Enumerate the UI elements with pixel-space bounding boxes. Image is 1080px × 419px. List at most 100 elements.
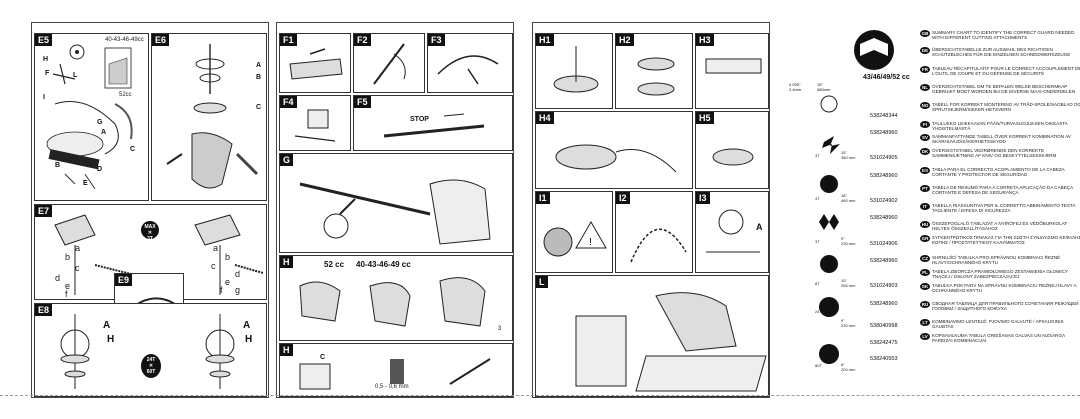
language-text: СВОДНАЯ ТАБЛИЦА ДЛЯ ПРАВИЛЬНОГО СОЧЕТАНИ… [932, 301, 1079, 312]
tooth-count: 4T [815, 196, 820, 201]
language-text: TABUĽKA POKYNOV NA SPRÁVNU KOMBINÁCIU RE… [932, 283, 1077, 294]
callout-c: C [130, 146, 136, 153]
tooth-count: 80T [815, 363, 822, 368]
language-text: ΣΥΓΚΕΝΤΡΩΤΙΚΟΣ ΠΙΝΑΚΑΣ ΓΙΑ ΤΗΝ ΣΩΣΤΗ ΣΥΝ… [932, 235, 1080, 246]
saw-blade-assembly-illustration [60, 314, 235, 389]
part-number: 538040998 [870, 323, 898, 329]
callout-b: B [256, 74, 262, 81]
manual-page-1: E5 40-43-46-49cc 52cc H F L I G A C B D … [31, 22, 269, 398]
engine-size-label: 52 cc [324, 260, 345, 269]
callout-a: a [75, 243, 81, 253]
panel-i2: I2 [615, 191, 693, 273]
callout-d: D [97, 166, 103, 173]
language-code: GB [920, 30, 930, 37]
cutting-direction-illustration [630, 228, 687, 263]
panel-f1: F1 [279, 33, 351, 93]
language-code: NO [920, 102, 930, 109]
panel-label: H3 [696, 34, 714, 46]
panel-label: I1 [536, 192, 550, 204]
language-code: SV [920, 134, 930, 141]
manual-page-2: F1 F2 F3 F4 F5 STOP G [276, 22, 514, 398]
language-code: PT [920, 185, 930, 192]
callout-a2: A [243, 320, 251, 331]
manual-page-4: 43/46/49/52 cc 0.095" 2.4mm 15" 380mm 53… [789, 22, 1080, 398]
callout-h: H [43, 56, 49, 63]
bolt-assembly-illustration [166, 44, 259, 189]
language-text: SUMMARY CHART TO IDENTIFY THE CORRECT GU… [932, 30, 1075, 41]
callout-e: E [83, 180, 88, 187]
blade-assembly-illustration [54, 214, 264, 295]
panel-label: L [536, 276, 548, 288]
spool-winding-illustration [555, 144, 677, 173]
language-code: ES [920, 167, 930, 174]
callout-b2: b [225, 252, 231, 262]
diameter-label: 10" 255 mm [841, 278, 856, 288]
part-number: 531024903 [870, 283, 898, 289]
carburetor-adjustment-illustration [299, 179, 491, 245]
panel-label: H4 [536, 112, 554, 124]
trimmer-head-assembly-illustration [46, 44, 133, 190]
spool-illustration [637, 57, 675, 96]
spark-plug-gap-illustration [299, 358, 491, 390]
part-number: 538240553 [870, 356, 898, 362]
language-text: TABELA DE RESUMO PARA A CORRETA APLICAÇÃ… [932, 185, 1073, 196]
line-measure-illustration [705, 58, 762, 74]
panel-h3: H3 [695, 33, 769, 109]
panel-label: I3 [696, 192, 710, 204]
callout-a: A [256, 62, 262, 69]
line-cutter-illustration [706, 209, 760, 253]
panel-label: E5 [35, 34, 53, 46]
warning-illustration: ! [543, 220, 607, 257]
callout-l: L [73, 72, 78, 79]
callout-c2: c [211, 261, 216, 271]
language-text: OVERSIGTSTABEL VEDRØRENDE DEN KORREKTE S… [932, 148, 1057, 159]
language-text: TAULUKKO LEIKKAAVAN PÄÄN/TURVASUOJUKSEN … [932, 121, 1068, 132]
stop-switch-illustration [383, 113, 485, 138]
callout-i: I [43, 94, 45, 101]
language-text: TABELA ZBIORCZA PRAWIDŁOWEGO ZESTAWIENIA… [932, 269, 1068, 280]
chart-table [789, 92, 909, 392]
callout-a: A [101, 129, 107, 136]
language-text: TABLEAU RÉCAPITULATIF POUR LE CORRECT AC… [932, 66, 1080, 77]
panel-label: E9 [115, 274, 133, 286]
panel-label: H [280, 344, 293, 356]
part-number: 538248960 [870, 215, 898, 221]
callout-c: c [75, 263, 80, 273]
panel-label: F5 [354, 96, 371, 108]
part-number: 538248344 [870, 113, 898, 119]
panel-e6: E6 A B C [151, 33, 267, 201]
callout-a2: a [213, 243, 219, 253]
panel-f5: F5 STOP [353, 95, 513, 151]
part-number: 531024902 [870, 198, 898, 204]
panel-e8: E8 A H A H 24T ✕ 60T [34, 303, 267, 397]
language-code: LV [920, 333, 930, 340]
language-code: GR [920, 235, 930, 242]
badge-text: MAX [144, 224, 156, 230]
callout-g: G [97, 119, 103, 126]
panel-label: F4 [280, 96, 297, 108]
panel-f4: F4 [279, 95, 351, 151]
stop-label: STOP [410, 116, 429, 123]
diameter-label: 9" 230 mm [841, 318, 856, 328]
panel-label: H [280, 256, 293, 268]
language-code: FI [920, 121, 930, 128]
size-label: 52cc [119, 92, 132, 98]
callout-c: C [320, 354, 326, 361]
language-code: RU [920, 301, 930, 308]
spool-removal-illustration [553, 46, 599, 93]
chart-col1: 0.095" 2.4mm [789, 82, 802, 92]
panel-h: H 52 cc 40-43-46-49 cc 2 3 4 [279, 255, 513, 341]
